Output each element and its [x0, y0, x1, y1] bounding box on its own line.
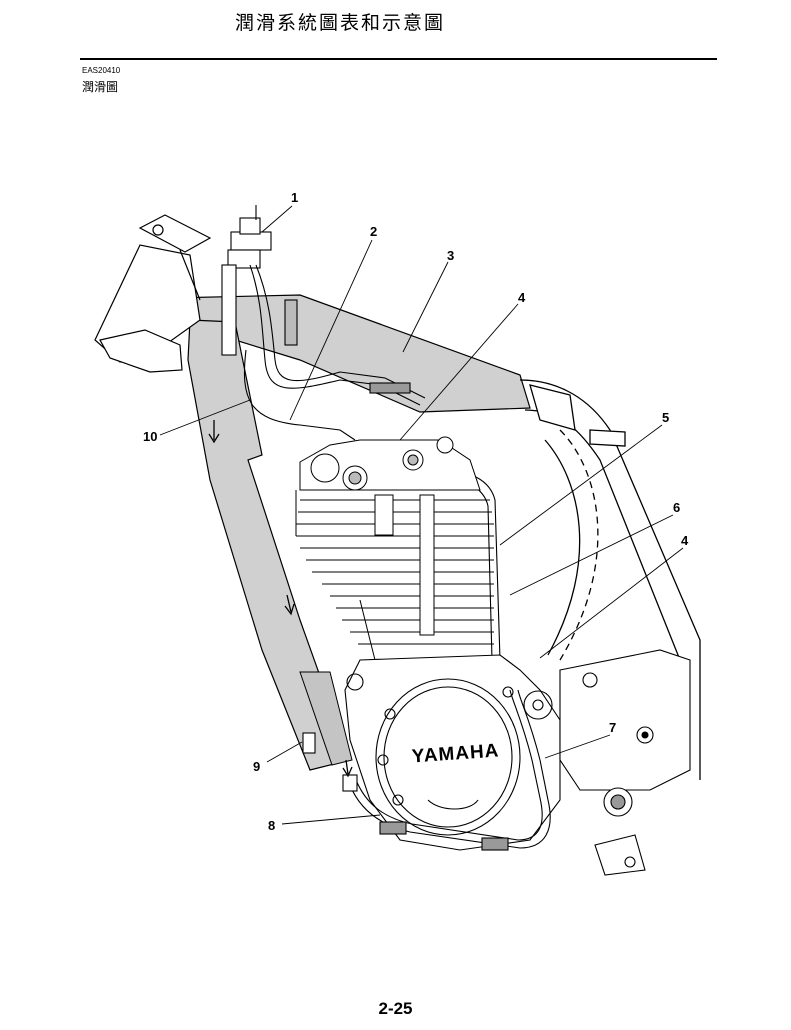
callout-4-lower: 4 [681, 533, 689, 548]
oil-filler-cap [221, 205, 272, 356]
side-cover [559, 649, 691, 876]
callout-9: 9 [253, 759, 260, 774]
header-rule [80, 58, 717, 60]
callout-4-upper: 4 [518, 290, 526, 305]
flow-arrows [208, 420, 353, 778]
callout-3: 3 [447, 248, 454, 263]
frame-rear [519, 379, 701, 780]
page-title: 潤滑系統圖表和示意圖 [234, 12, 445, 34]
callout-6: 6 [673, 500, 680, 515]
engine-cylinder [295, 436, 494, 661]
callout-10: 10 [143, 429, 157, 444]
callout-7: 7 [609, 720, 616, 735]
leader-lines [159, 205, 684, 825]
section-code: EAS20410 [82, 66, 121, 75]
callout-2: 2 [370, 224, 377, 239]
frame-bracket [94, 214, 212, 373]
engine-crankcase [344, 654, 561, 851]
callout-5: 5 [662, 410, 669, 425]
page-number: 2-25 [378, 999, 413, 1018]
section-title: 潤滑圖 [82, 80, 119, 94]
callout-8: 8 [268, 818, 275, 833]
frame-backbone [169, 294, 531, 771]
callout-1: 1 [291, 190, 298, 205]
